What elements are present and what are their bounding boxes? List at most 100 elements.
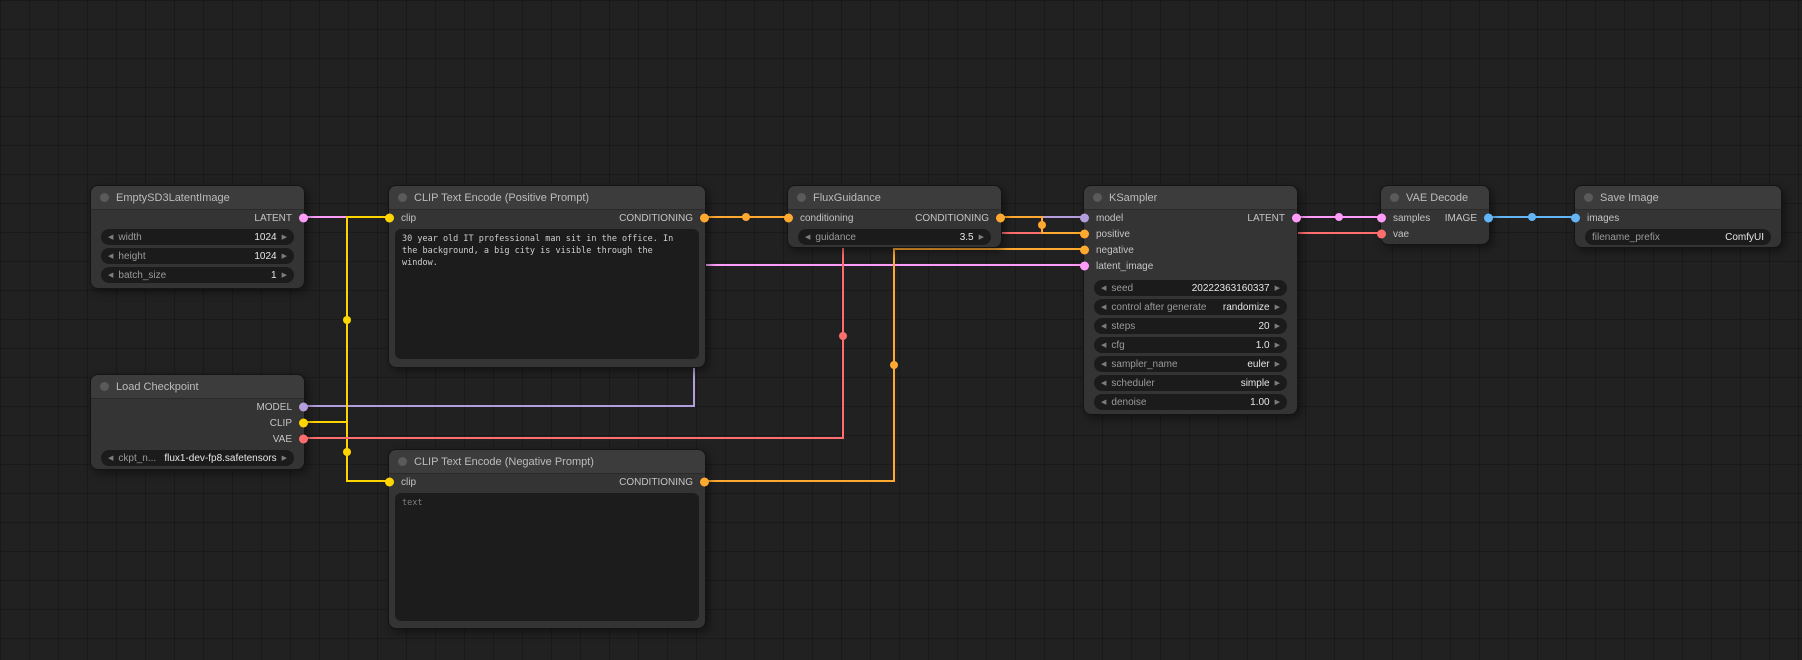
negative-prompt-textarea[interactable]: text [395,493,699,621]
height-widget[interactable]: ◀ height 1024 ▶ [101,248,294,264]
node-header[interactable]: FluxGuidance [788,186,1001,210]
images-input-label: images [1587,213,1619,224]
images-input-port[interactable] [1571,214,1580,223]
increment-arrow-icon[interactable]: ▶ [282,272,287,279]
conditioning-output-port[interactable] [700,478,709,487]
clip-input-label: clip [401,477,416,488]
decrement-arrow-icon[interactable]: ◀ [1101,399,1106,406]
link-dot-positive-conditioning [742,213,750,221]
denoise-widget[interactable]: ◀ denoise 1.00 ▶ [1094,394,1287,410]
node-header[interactable]: KSampler [1084,186,1297,210]
node-clip-text-encode-negative[interactable]: CLIP Text Encode (Negative Prompt) clip … [388,449,706,629]
vae-output-port[interactable] [299,435,308,444]
collapse-dot-icon[interactable] [1584,193,1593,202]
increment-arrow-icon[interactable]: ▶ [1275,323,1280,330]
decrement-arrow-icon[interactable]: ◀ [108,272,113,279]
width-widget[interactable]: ◀ width 1024 ▶ [101,229,294,245]
collapse-dot-icon[interactable] [100,382,109,391]
clip-input-port[interactable] [385,478,394,487]
decrement-arrow-icon[interactable]: ◀ [1101,361,1106,368]
conditioning-output-label: CONDITIONING [915,213,989,224]
latent-image-input-port[interactable] [1080,262,1089,271]
collapse-dot-icon[interactable] [797,193,806,202]
negative-input-port[interactable] [1080,246,1089,255]
node-header[interactable]: CLIP Text Encode (Positive Prompt) [389,186,705,210]
clip-output-port[interactable] [299,419,308,428]
conditioning-output-port[interactable] [996,214,1005,223]
node-empty-sd3-latent-image[interactable]: EmptySD3LatentImage LATENT ◀ width 1024 … [90,185,305,289]
conditioning-input-port[interactable] [784,214,793,223]
positive-input-label: positive [1096,229,1130,240]
image-output-port[interactable] [1484,214,1493,223]
node-header[interactable]: Save Image [1575,186,1781,210]
node-clip-text-encode-positive[interactable]: CLIP Text Encode (Positive Prompt) clip … [388,185,706,368]
increment-arrow-icon[interactable]: ▶ [282,234,287,241]
samples-input-label: samples [1393,213,1430,224]
control-after-generate-widget[interactable]: ◀ control after generate randomize ▶ [1094,299,1287,315]
filename-prefix-widget[interactable]: filename_prefix ComfyUI [1585,229,1771,245]
decrement-arrow-icon[interactable]: ◀ [1101,380,1106,387]
node-header[interactable]: EmptySD3LatentImage [91,186,304,210]
scheduler-widget[interactable]: ◀ scheduler simple ▶ [1094,375,1287,391]
increment-arrow-icon[interactable]: ▶ [1275,399,1280,406]
model-input-port[interactable] [1080,214,1089,223]
node-header[interactable]: Load Checkpoint [91,375,304,399]
guidance-widget[interactable]: ◀ guidance 3.5 ▶ [798,229,991,245]
increment-arrow-icon[interactable]: ▶ [1275,285,1280,292]
latent-output-port[interactable] [299,214,308,223]
increment-arrow-icon[interactable]: ▶ [282,253,287,260]
decrement-arrow-icon[interactable]: ◀ [1101,285,1106,292]
samples-input-port[interactable] [1377,214,1386,223]
cfg-widget[interactable]: ◀ cfg 1.0 ▶ [1094,337,1287,353]
latent-output-label: LATENT [254,213,292,224]
sampler-name-widget[interactable]: ◀ sampler_name euler ▶ [1094,356,1287,372]
increment-arrow-icon[interactable]: ▶ [979,234,984,241]
model-output-port[interactable] [299,403,308,412]
positive-prompt-textarea[interactable]: 30 year old IT professional man sit in t… [395,229,699,359]
node-vae-decode[interactable]: VAE Decode samples IMAGE vae [1380,185,1490,245]
seed-widget[interactable]: ◀ seed 20222363160337 ▶ [1094,280,1287,296]
node-load-checkpoint[interactable]: Load Checkpoint MODEL CLIP VAE ◀ ckpt_n.… [90,374,305,470]
node-header[interactable]: VAE Decode [1381,186,1489,210]
ckpt-name-widget[interactable]: ◀ ckpt_n... flux1-dev-fp8.safetensors ▶ [101,450,294,466]
collapse-dot-icon[interactable] [1093,193,1102,202]
node-title: EmptySD3LatentImage [116,192,230,204]
clip-input-port[interactable] [385,214,394,223]
increment-arrow-icon[interactable]: ▶ [1275,304,1280,311]
vae-input-label: vae [1393,229,1409,240]
decrement-arrow-icon[interactable]: ◀ [108,253,113,260]
collapse-dot-icon[interactable] [100,193,109,202]
node-title: VAE Decode [1406,192,1468,204]
link-dot-clip-positive [343,316,351,324]
collapse-dot-icon[interactable] [398,457,407,466]
node-ksampler[interactable]: KSampler model LATENT positive negative … [1083,185,1298,415]
collapse-dot-icon[interactable] [398,193,407,202]
latent-output-label: LATENT [1247,213,1285,224]
increment-arrow-icon[interactable]: ▶ [1275,361,1280,368]
node-save-image[interactable]: Save Image images filename_prefix ComfyU… [1574,185,1782,248]
decrement-arrow-icon[interactable]: ◀ [108,455,113,462]
steps-widget[interactable]: ◀ steps 20 ▶ [1094,318,1287,334]
batch-size-widget[interactable]: ◀ batch_size 1 ▶ [101,267,294,283]
decrement-arrow-icon[interactable]: ◀ [805,234,810,241]
increment-arrow-icon[interactable]: ▶ [282,455,287,462]
node-flux-guidance[interactable]: FluxGuidance conditioning CONDITIONING ◀… [787,185,1002,248]
decrement-arrow-icon[interactable]: ◀ [108,234,113,241]
decrement-arrow-icon[interactable]: ◀ [1101,323,1106,330]
increment-arrow-icon[interactable]: ▶ [1275,380,1280,387]
increment-arrow-icon[interactable]: ▶ [1275,342,1280,349]
node-title: CLIP Text Encode (Positive Prompt) [414,192,589,204]
node-header[interactable]: CLIP Text Encode (Negative Prompt) [389,450,705,474]
latent-output-port[interactable] [1292,214,1301,223]
positive-input-port[interactable] [1080,230,1089,239]
conditioning-output-port[interactable] [700,214,709,223]
decrement-arrow-icon[interactable]: ◀ [1101,342,1106,349]
collapse-dot-icon[interactable] [1390,193,1399,202]
decrement-arrow-icon[interactable]: ◀ [1101,304,1106,311]
node-title: Load Checkpoint [116,381,199,393]
link-dot-clip-negative [343,448,351,456]
link-dot-negative-conditioning [890,361,898,369]
vae-input-port[interactable] [1377,230,1386,239]
